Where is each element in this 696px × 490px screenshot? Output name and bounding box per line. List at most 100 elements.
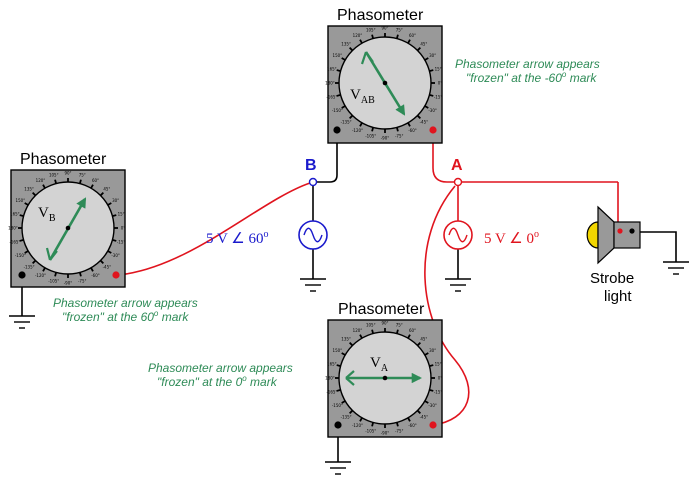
- dial-tick-label: -150°: [15, 253, 26, 258]
- terminal-red: [429, 421, 437, 429]
- terminal-black: [333, 126, 341, 134]
- arrow-tail-icon: [360, 51, 374, 65]
- dial-tick-label: -90°: [381, 136, 390, 141]
- node-b: B: [305, 157, 318, 187]
- dial-tick-label: 120°: [353, 328, 363, 333]
- ground-icon: [300, 278, 326, 292]
- dial-tick-label: -60°: [408, 423, 417, 428]
- dial-tick-label: -60°: [91, 273, 100, 278]
- dial-tick-label: 0°: [438, 376, 443, 381]
- strobe-reflector-icon: [597, 205, 615, 265]
- dial-tick-label: -90°: [381, 431, 390, 436]
- dial-label: VB: [38, 205, 56, 224]
- dial-tick-label: 135°: [341, 42, 351, 47]
- strobe-light: Strobe light: [586, 205, 641, 305]
- node-b-label: B: [305, 157, 317, 174]
- terminal-black: [629, 228, 635, 234]
- dial-tick-label: 15°: [435, 66, 442, 71]
- meter-note: "frozen" at the 0o mark: [157, 374, 278, 389]
- dial-tick-label: 45°: [420, 337, 427, 342]
- wire-node-a-to-bottom-meter: [424, 185, 470, 426]
- dial-tick-label: 75°: [396, 27, 403, 32]
- dial-tick-label: -15°: [117, 240, 126, 245]
- dial-tick-label: -135°: [341, 414, 352, 419]
- phasometer-bottom: Phasometer 0°15°30°45°60°75°90°105°120°1…: [148, 301, 443, 438]
- dial-tick-label: 45°: [420, 42, 427, 47]
- meter-title: Phasometer: [20, 151, 107, 168]
- dial-tick-label: -150°: [332, 108, 343, 113]
- dial-tick-label: 165°: [327, 361, 337, 366]
- dial-tick-label: -165°: [326, 95, 337, 100]
- dial-tick-label: 0°: [121, 226, 126, 231]
- dial-tick-label: -135°: [24, 264, 35, 269]
- dial-label: VA: [370, 355, 389, 374]
- dial-tick-label: -120°: [35, 273, 46, 278]
- dial-tick-label: -75°: [78, 279, 87, 284]
- strobe-label-line2: light: [604, 288, 632, 305]
- terminal-black: [334, 421, 342, 429]
- ground-icon: [663, 261, 689, 275]
- dial-tick-label: -75°: [395, 429, 404, 434]
- meter-note: "frozen" at the 60o mark: [62, 309, 189, 324]
- dial-tick-label: 150°: [333, 53, 343, 58]
- dial-tick-label: -45°: [420, 414, 429, 419]
- strobe-socket: [613, 221, 641, 249]
- dial-tick-label: -75°: [395, 134, 404, 139]
- dial-tick-label: 90°: [381, 26, 388, 31]
- dial-tick-label: 90°: [381, 321, 388, 326]
- dial-tick-label: -135°: [341, 119, 352, 124]
- dial-tick-label: 165°: [10, 211, 20, 216]
- dial-tick-label: -30°: [428, 403, 437, 408]
- dial-tick-label: 90°: [64, 171, 71, 176]
- voltage-source-a: 5 V ∠ 0o: [443, 220, 539, 250]
- ac-sine-icon: [303, 227, 323, 243]
- dial-tick-label: -45°: [103, 264, 112, 269]
- terminal-red: [112, 271, 120, 279]
- dial-label: VAB: [350, 87, 375, 106]
- dial-tick-label: -90°: [64, 281, 73, 286]
- dial-tick-label: -60°: [408, 128, 417, 133]
- dial-tick-label: -120°: [352, 423, 363, 428]
- strobe-lamp-icon: [586, 221, 599, 249]
- dial-tick-label: 0°: [438, 81, 443, 86]
- dial-tick-label: 105°: [366, 322, 376, 327]
- dial-tick-label: 120°: [353, 33, 363, 38]
- dial-tick-label: 75°: [79, 172, 86, 177]
- arrow-tail-icon: [45, 247, 58, 261]
- dial-tick-label: -30°: [111, 253, 120, 258]
- dial-tick-label: -150°: [332, 403, 343, 408]
- meter-note: Phasometer arrow appears: [53, 296, 198, 310]
- dial-tick-label: 180°: [325, 376, 335, 381]
- meter-note: Phasometer arrow appears: [455, 57, 600, 71]
- ground-icon: [9, 315, 35, 329]
- dial-tick-label: 60°: [409, 328, 416, 333]
- terminal-red: [617, 228, 623, 234]
- source-b-label: 5 V ∠ 60o: [206, 229, 269, 247]
- node-a: A: [451, 157, 463, 187]
- dial-pivot: [382, 80, 388, 86]
- dial-tick-label: -105°: [48, 279, 59, 284]
- dial-tick-label: 60°: [409, 33, 416, 38]
- dial-tick-label: 135°: [24, 187, 34, 192]
- wire-strobe-ground: [634, 231, 677, 262]
- dial-tick-label: 135°: [341, 337, 351, 342]
- dial-tick-label: -15°: [434, 390, 443, 395]
- ac-sine-icon: [448, 227, 468, 243]
- dial-tick-label: 105°: [49, 172, 59, 177]
- dial-tick-label: 165°: [327, 66, 337, 71]
- dial-pivot: [382, 375, 388, 381]
- dial-tick-label: 180°: [8, 226, 18, 231]
- strobe-label-line1: Strobe: [590, 270, 634, 287]
- dial-tick-label: 15°: [435, 361, 442, 366]
- meter-title: Phasometer: [337, 7, 424, 24]
- wire-node-b-to-top-meter: [316, 132, 338, 183]
- dial-tick-label: -15°: [434, 95, 443, 100]
- dial-tick-label: -165°: [326, 390, 337, 395]
- dial-tick-label: -120°: [352, 128, 363, 133]
- ground-symbols: [9, 261, 689, 475]
- terminal-red: [429, 126, 437, 134]
- dial-tick-label: 60°: [92, 178, 99, 183]
- meter-note: "frozen" at the -60o mark: [466, 70, 597, 85]
